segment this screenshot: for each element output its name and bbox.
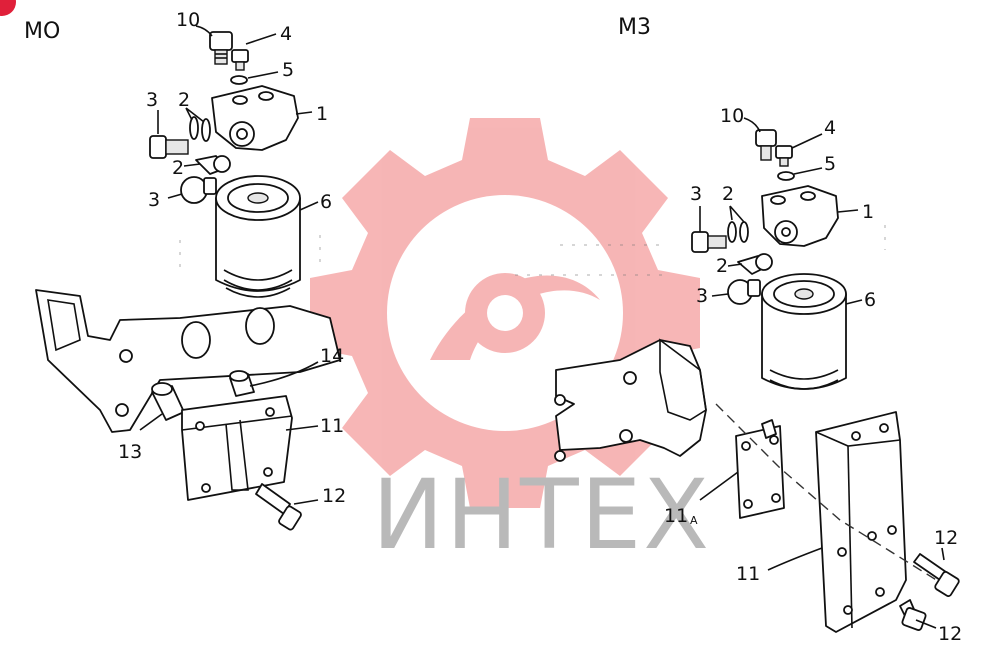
right-filter-assembly: 10 4 5 3 2 1 2 3 6 11 A 11 12 12 bbox=[554, 105, 962, 645]
right-callout-2-upper: 2 bbox=[722, 183, 734, 205]
left-bolt-12 bbox=[255, 483, 302, 531]
left-callout-11: 11 bbox=[320, 415, 344, 437]
right-callout-3-lower: 3 bbox=[696, 285, 708, 307]
left-callout-14: 14 bbox=[320, 345, 344, 367]
left-callout-3-lower: 3 bbox=[148, 189, 160, 211]
right-callout-5: 5 bbox=[824, 153, 836, 175]
left-callout-2-lower: 2 bbox=[172, 157, 184, 179]
title-left: MO bbox=[24, 19, 60, 44]
right-banjo-2-lower bbox=[737, 253, 773, 275]
right-callout-10: 10 bbox=[720, 105, 744, 127]
left-callout-13: 13 bbox=[118, 441, 142, 463]
left-plug-4 bbox=[231, 49, 249, 71]
left-callout-3-upper: 3 bbox=[146, 89, 158, 111]
left-callout-10: 10 bbox=[176, 9, 200, 31]
left-callout-4: 4 bbox=[280, 23, 292, 45]
left-callout-1: 1 bbox=[316, 103, 328, 125]
left-banjo-2-lower bbox=[195, 155, 231, 175]
right-adapter-plate-11a bbox=[735, 419, 785, 519]
right-filter-cartridge-6 bbox=[761, 273, 847, 390]
right-washer-2b bbox=[739, 221, 749, 243]
watermark-dot-inner bbox=[487, 295, 523, 331]
right-washer-5 bbox=[777, 171, 795, 181]
right-callout-4: 4 bbox=[824, 117, 836, 139]
left-pin-13 bbox=[151, 382, 185, 421]
right-callout-11a-sub: A bbox=[690, 514, 698, 527]
right-bolt-12-lower bbox=[899, 599, 927, 631]
right-banjo-bolt-3-upper bbox=[691, 231, 727, 253]
right-callout-11a: 11 bbox=[664, 505, 688, 527]
right-callout-3-upper: 3 bbox=[690, 183, 702, 205]
left-leader-lines bbox=[139, 25, 319, 505]
left-bolt-10 bbox=[209, 31, 233, 65]
left-mounting-manifold bbox=[35, 289, 341, 433]
left-spacer-14 bbox=[229, 370, 255, 397]
left-washer-2b bbox=[201, 118, 211, 142]
watermark-gear-logo bbox=[310, 118, 700, 508]
left-filter-cartridge-6 bbox=[215, 175, 301, 298]
right-callout-11: 11 bbox=[736, 563, 760, 585]
right-leader-lines bbox=[699, 117, 945, 629]
right-callout-12-upper: 12 bbox=[934, 527, 958, 549]
right-bolt-12-upper bbox=[913, 553, 960, 598]
right-alignment-axis bbox=[715, 403, 947, 587]
corner-marker bbox=[0, 0, 16, 16]
right-callout-1: 1 bbox=[862, 201, 874, 223]
title-right: M3 bbox=[618, 15, 651, 40]
right-plug-4 bbox=[775, 145, 793, 167]
right-callout-2-lower: 2 bbox=[716, 255, 728, 277]
right-filter-head-1 bbox=[761, 185, 839, 247]
left-filter-assembly: 10 4 5 3 2 1 2 3 6 14 11 13 12 bbox=[35, 9, 346, 531]
right-bracket-11 bbox=[815, 411, 907, 633]
scan-dash-lines bbox=[179, 225, 886, 276]
left-washer-5 bbox=[230, 75, 248, 85]
right-callout-6: 6 bbox=[864, 289, 876, 311]
right-fitting-3-lower bbox=[727, 279, 761, 305]
left-callout-12: 12 bbox=[322, 485, 346, 507]
right-washer-2a bbox=[727, 221, 737, 243]
watermark-text: ИНТЕХ bbox=[372, 459, 711, 571]
left-filter-head-1 bbox=[211, 85, 299, 151]
right-mounting-manifold bbox=[554, 338, 707, 462]
right-bolt-10 bbox=[755, 129, 777, 161]
right-callout-12-lower: 12 bbox=[938, 623, 962, 645]
left-banjo-bolt-3-upper bbox=[149, 135, 189, 159]
left-callout-2-upper: 2 bbox=[178, 89, 190, 111]
left-callout-5: 5 bbox=[282, 59, 294, 81]
watermark-swoosh bbox=[430, 275, 600, 360]
left-bracket-11 bbox=[181, 395, 293, 501]
left-fitting-3-lower bbox=[180, 176, 217, 204]
left-callout-6: 6 bbox=[320, 191, 332, 213]
left-washer-2a bbox=[189, 116, 199, 140]
